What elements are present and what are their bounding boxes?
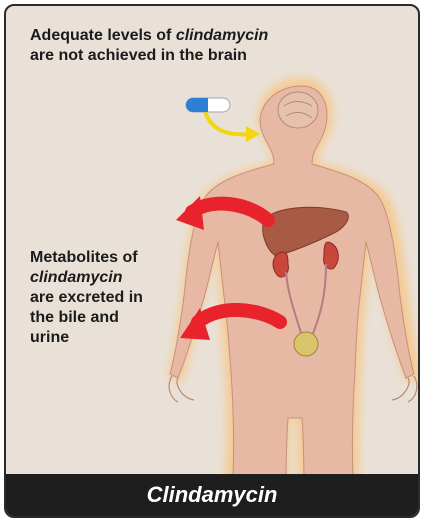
bladder (294, 332, 318, 356)
excretion-note-line-4: the bile and (30, 308, 195, 328)
excretion-note: Metabolites of clindamycin are excreted … (30, 248, 195, 348)
brain (278, 92, 318, 128)
brain-note-prefix: Adequate levels of (30, 27, 176, 44)
brain-note: Adequate levels of clindamycin are not a… (30, 26, 390, 66)
excretion-note-line-1: Metabolites of (30, 248, 195, 268)
diagram-card: Adequate levels of clindamycin are not a… (4, 4, 420, 518)
brain-note-drug: clindamycin (176, 27, 268, 44)
excretion-note-drug: clindamycin (30, 268, 195, 288)
yellow-arrow-icon (206, 114, 260, 142)
excretion-note-line-5: urine (30, 328, 195, 348)
footer-banner: Clindamycin (6, 474, 418, 516)
body-silhouette (170, 86, 414, 494)
brain-note-line-2: are not achieved in the brain (30, 46, 390, 66)
footer-title: Clindamycin (147, 482, 278, 508)
capsule-icon (186, 98, 230, 112)
brain-note-line-1: Adequate levels of clindamycin (30, 26, 390, 46)
excretion-note-line-3: are excreted in (30, 288, 195, 308)
